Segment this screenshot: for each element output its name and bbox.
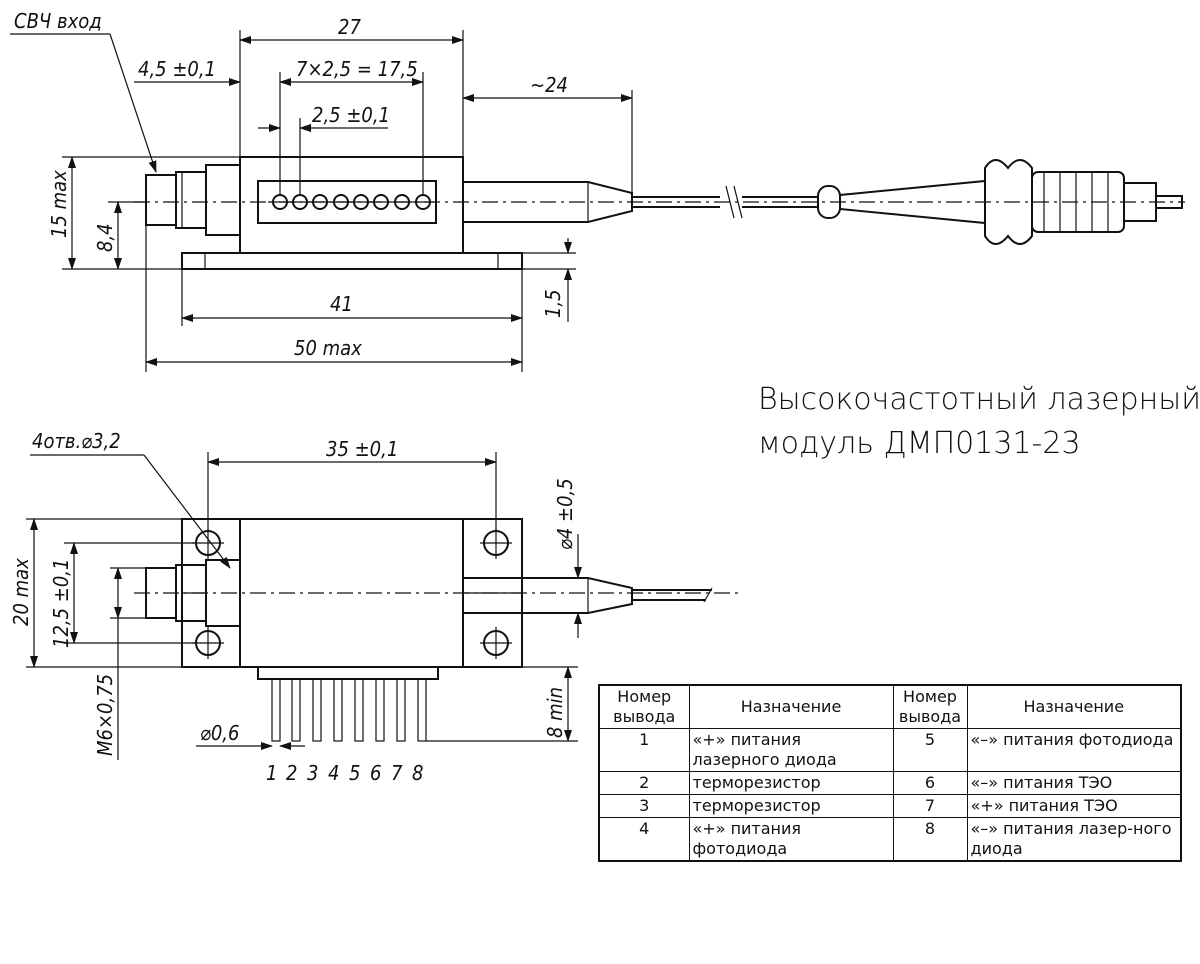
header-pin-number-2: Номер вывода	[892, 684, 968, 729]
mounting-holes	[192, 527, 512, 659]
title-line-2: модуль ДМП0131-23	[758, 426, 1081, 461]
dim-flange-thickness: 1,5	[541, 289, 565, 318]
dim-height-max: 15 max	[47, 170, 71, 238]
pin-number-cell: 5	[892, 728, 968, 772]
top-view: 27 4,5 ±0,1 7×2,5 = 17,5 2,5 ±0,1 ~24 СВ…	[10, 9, 1185, 372]
pin-number-cell: 2	[598, 771, 690, 795]
dim-mount-length: 41	[330, 292, 353, 316]
pin-number-cell: 7	[892, 794, 968, 818]
dim-fiber-diameter: ⌀4 ±0,5	[553, 478, 577, 550]
table-row: 3 терморезистор 7 «+» питания ТЭО	[598, 794, 1182, 818]
table-header-row: Номер вывода Назначение Номер вывода Наз…	[598, 684, 1182, 729]
label-microwave-input: СВЧ вход	[14, 9, 102, 33]
pin-purpose-cell: «+» питания ТЭО	[966, 794, 1182, 818]
pin-purpose-cell: терморезистор	[688, 771, 894, 795]
pin-purpose-cell: терморезистор	[688, 794, 894, 818]
dim-total-length: 50 max	[294, 336, 362, 360]
pin-numbers: 1 2 3 4 5 6 7 8	[266, 761, 423, 785]
pin-number: 7	[391, 761, 403, 785]
pin-number: 4	[328, 761, 339, 785]
dim-width-max: 20 max	[9, 558, 33, 626]
dim-overall-length: 27	[338, 15, 361, 39]
dim-pin-diameter: ⌀0,6	[200, 721, 239, 745]
header-purpose-1: Назначение	[688, 684, 894, 729]
dim-hole-row-spacing: 12,5 ±0,1	[49, 559, 73, 648]
pin-number: 8	[412, 761, 423, 785]
pin-number-cell: 1	[598, 728, 690, 772]
pin-number-cell: 6	[892, 771, 968, 795]
pin-purpose-cell: «+» питания лазерного диода	[688, 728, 894, 772]
table-row: 1 «+» питания лазерного диода 5 «–» пита…	[598, 728, 1182, 772]
pin-number: 6	[370, 761, 381, 785]
header-purpose-2: Назначение	[966, 684, 1182, 729]
title-line-1: Высокочастотный лазерный	[758, 382, 1200, 417]
pin-number: 2	[286, 761, 297, 785]
dim-thread: M6×0,75	[93, 674, 117, 756]
pin-purpose-cell: «–» питания лазер-ного диода	[966, 817, 1182, 862]
pin-number-cell: 3	[598, 794, 690, 818]
pins-side	[271, 678, 427, 742]
drawing-title: Высокочастотный лазерный модуль ДМП0131-…	[758, 378, 1200, 466]
dim-pin-spacing-total: 7×2,5 = 17,5	[296, 57, 418, 81]
dim-fiber-tail: ~24	[530, 73, 568, 97]
pin-number: 3	[307, 761, 318, 785]
pin-number: 5	[349, 761, 360, 785]
dim-connector-offset: 4,5 ±0,1	[138, 57, 216, 81]
side-view: 1 2 3 4 5 6 7 8 4отв.⌀3,2 35 ±0,1 ⌀4 ±0,…	[9, 429, 740, 785]
pin-purpose-cell: «–» питания ТЭО	[966, 771, 1182, 795]
dim-axis-height: 8,4	[93, 223, 117, 252]
table-row: 4 «+» питания фотодиода 8 «–» питания ла…	[598, 817, 1182, 862]
pin-number-cell: 8	[892, 817, 968, 862]
dim-pin-length: 8 min	[543, 687, 567, 738]
header-pin-number-1: Номер вывода	[598, 684, 690, 729]
pin-number-cell: 4	[598, 817, 690, 862]
table-row: 2 терморезистор 6 «–» питания ТЭО	[598, 771, 1182, 795]
pin-assignment-table: Номер вывода Назначение Номер вывода Наз…	[598, 684, 1182, 862]
pin-purpose-cell: «–» питания фотодиода	[966, 728, 1182, 772]
dim-pin-pitch: 2,5 ±0,1	[312, 103, 390, 127]
label-holes: 4отв.⌀3,2	[32, 429, 121, 453]
pin-purpose-cell: «+» питания фотодиода	[688, 817, 894, 862]
pin-number: 1	[266, 761, 277, 785]
dim-hole-spacing: 35 ±0,1	[326, 437, 398, 461]
